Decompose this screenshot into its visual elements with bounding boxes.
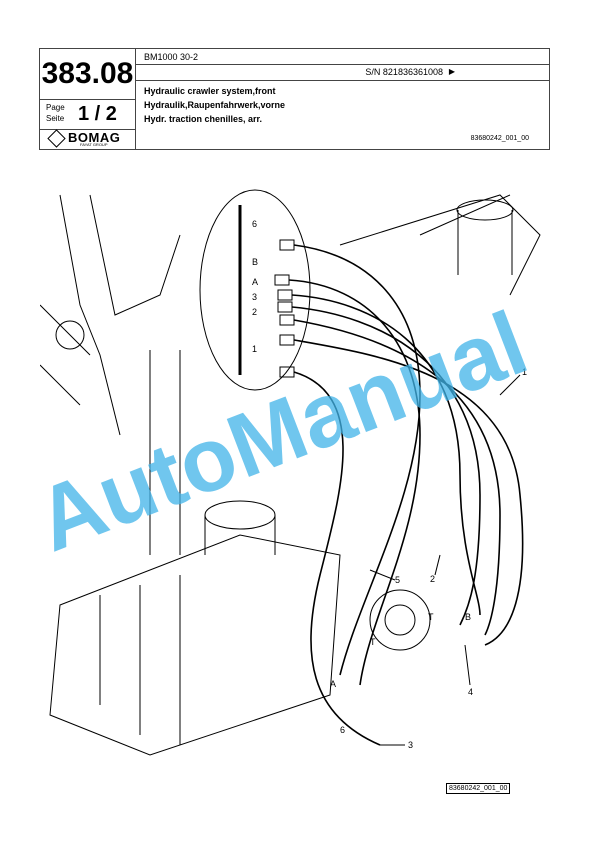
callout: A	[330, 679, 336, 689]
crawler-segments	[99, 575, 181, 745]
callout: 3	[252, 292, 257, 302]
frame-line	[59, 194, 121, 436]
callout: 1	[522, 367, 527, 377]
title-de: Hydraulik,Raupenfahrwerk,vorne	[144, 100, 286, 110]
divider	[135, 80, 549, 81]
motor-hub	[384, 604, 416, 636]
callout: B	[465, 612, 471, 622]
travel-motor	[369, 589, 431, 651]
serial-number: S/N 821836361008	[365, 67, 443, 77]
frame-line	[40, 304, 91, 406]
title-en: Hydraulic crawler system,front	[144, 86, 276, 96]
frame-line	[339, 194, 541, 296]
callout: A	[252, 277, 258, 287]
callout: 5	[395, 575, 400, 585]
leader-line	[369, 569, 396, 581]
detail-circle	[199, 189, 311, 391]
doc-reference: 83680242_001_00	[470, 135, 529, 142]
bomag-diamond-icon	[47, 129, 66, 148]
callout: 1	[252, 344, 257, 354]
bomag-logo: BOMAG FAYAT GROUP	[46, 129, 132, 148]
page-number: 383.08	[40, 49, 135, 100]
callout: 4	[468, 687, 473, 697]
callout: B	[252, 257, 258, 267]
leader-line	[499, 374, 521, 396]
vertical-column	[149, 350, 181, 555]
frame-line	[89, 194, 181, 316]
callout: T	[370, 637, 376, 647]
crawler-frame	[49, 534, 341, 756]
figure-reference: 83680242_001_00	[446, 783, 511, 794]
fittings	[274, 239, 295, 378]
cylinder-top	[456, 199, 514, 221]
cylinder	[457, 210, 513, 275]
page-info: 383.08 Page Seite 1 / 2 BOMAG FAYAT GROU…	[40, 49, 136, 149]
frame-hole	[55, 320, 85, 350]
callout: 2	[252, 307, 257, 317]
crawler-pivot	[204, 515, 276, 555]
model-number: BM1000 30-2	[144, 52, 199, 62]
hoses	[288, 244, 524, 746]
header-block: 383.08 Page Seite 1 / 2 BOMAG FAYAT GROU…	[39, 48, 550, 150]
logo-subtext: FAYAT GROUP	[80, 142, 108, 147]
title-fr: Hydr. traction chenilles, arr.	[144, 114, 263, 124]
leader-line	[464, 644, 471, 686]
callout: 2	[430, 574, 435, 584]
page-fraction: 1 / 2	[78, 103, 117, 125]
callout: 6	[340, 725, 345, 735]
divider	[135, 64, 549, 65]
page-label: Page Seite	[46, 102, 65, 124]
callout: 6	[252, 219, 257, 229]
serial-arrow-icon: ▶	[448, 67, 455, 76]
leader-line	[434, 554, 441, 576]
logo-text: BOMAG	[68, 130, 121, 145]
hydraulic-drawing: 6 B A 3 2 1 1 5 2 T B T A 4 6 3	[40, 189, 541, 756]
page-label-text: Page Seite	[46, 103, 65, 123]
callout: 3	[408, 740, 413, 750]
callout: T	[428, 612, 434, 622]
title-block: Hydraulic crawler system,front Hydraulik…	[144, 84, 285, 126]
page-fraction-row: Page Seite 1 / 2	[40, 99, 135, 130]
